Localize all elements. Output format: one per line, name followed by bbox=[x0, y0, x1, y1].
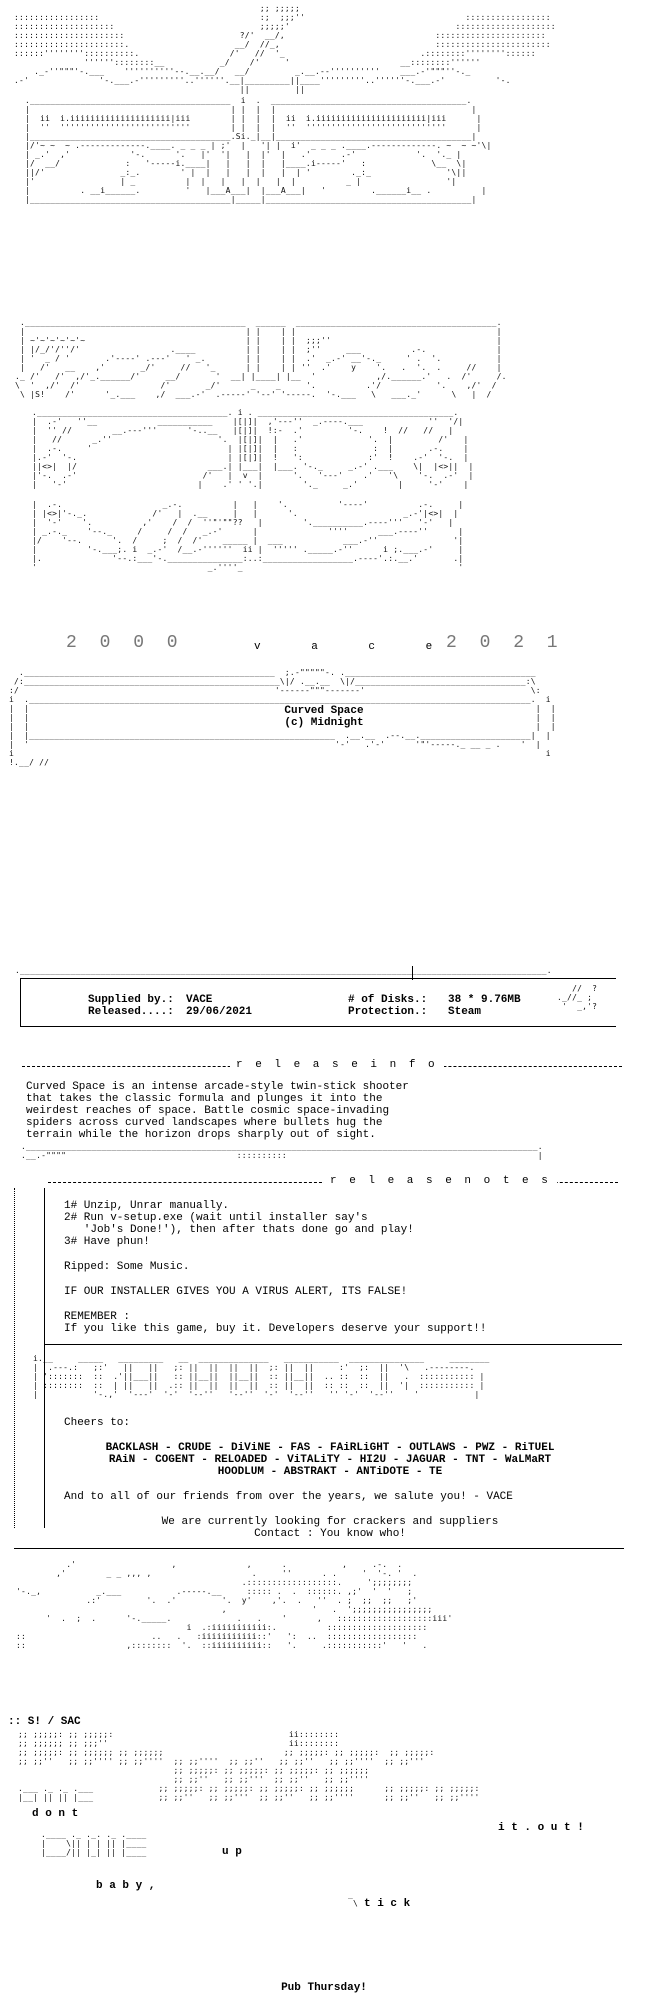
release-notes-inner-line bbox=[44, 1188, 45, 1528]
note-warning: IF OUR INSTALLER GIVES YOU A VIRUS ALERT… bbox=[64, 1286, 408, 1298]
release-notes-bottom-rule bbox=[44, 1344, 622, 1345]
footer-it-out: i t . o u t ! bbox=[498, 1822, 584, 1834]
ascii-scatter: .' , , . , .-. . ,' _ _ ,,, , . '' . . '… bbox=[16, 1560, 453, 1650]
footer-baby: b a b y , bbox=[96, 1880, 156, 1892]
greets-line-1: BACKLASH - CRUDE - DiViNE - FAS - FAiRLi… bbox=[105, 1442, 555, 1454]
greets-line-2: RAiN - COGENT - RELOADED - ViTALiTY - HI… bbox=[108, 1454, 552, 1466]
years-right: 2 0 2 1 bbox=[446, 633, 564, 653]
ascii-supplier-frame: ._______________________________________… bbox=[15, 966, 552, 975]
supplier-left-line bbox=[20, 978, 21, 1026]
ascii-pillars: .______________________________________.… bbox=[32, 408, 474, 489]
disks-label: # of Disks.: bbox=[348, 994, 428, 1006]
disks-value: 38 * 9.76MB bbox=[448, 994, 521, 1006]
release-notes-left-line bbox=[14, 1188, 15, 1528]
supplied-value: VACE bbox=[186, 994, 213, 1006]
ascii-emblem-upper: ._______________________________________… bbox=[25, 96, 492, 204]
ascii-supplier-deco: // ? ._//_ ; ' _,'? bbox=[557, 984, 598, 1011]
note-step-3: 3# Have phun! bbox=[64, 1236, 150, 1248]
years-group: v a c e bbox=[254, 641, 455, 653]
footer-up: u p bbox=[222, 1846, 242, 1858]
release-info-heading: r e l e a s e i n f o bbox=[230, 1059, 444, 1071]
released-value: 29/06/2021 bbox=[186, 1006, 253, 1018]
supplier-top-rule bbox=[20, 978, 616, 979]
ascii-release-info-bottom: ._______________________________________… bbox=[21, 1142, 543, 1160]
release-info-line-1: Curved Space is an intense arcade-style … bbox=[26, 1081, 409, 1093]
game-title: Curved Space bbox=[284, 705, 364, 717]
greets-contact: Contact : You know who! bbox=[254, 1528, 406, 1540]
supplier-divider bbox=[412, 966, 413, 980]
vace-logo: i.__ _____ _________ __ ______________ _… bbox=[33, 1354, 490, 1399]
ascii-emblem-lower: | .-. _.-. | | '. '----' .-. | | |<>|'-.… bbox=[32, 500, 464, 572]
note-step-1: 1# Unzip, Unrar manually. bbox=[64, 1200, 230, 1212]
note-step-2b: 'Job's Done!'), then after thats done go… bbox=[64, 1224, 414, 1236]
greets-cheers: Cheers to: bbox=[64, 1417, 131, 1429]
footer-tick: t i c k bbox=[364, 1898, 411, 1910]
greets-bottom-rule bbox=[14, 1548, 624, 1549]
note-step-2: 2# Run v-setup.exe (wait until installer… bbox=[64, 1212, 368, 1224]
ascii-emblem-middle: ._______________________________________… bbox=[15, 318, 507, 399]
note-remember-text: If you like this game, buy it. Developer… bbox=[64, 1323, 487, 1335]
footer-dont: d o n t bbox=[32, 1808, 79, 1820]
protection-value: Steam bbox=[448, 1006, 482, 1018]
years-left: 2 0 0 0 bbox=[66, 633, 184, 653]
note-remember-title: REMEMBER : bbox=[64, 1311, 131, 1323]
supplier-bottom-rule bbox=[20, 1026, 616, 1027]
protection-label: Protection.: bbox=[348, 1006, 428, 1018]
greets-line-3: HOODLUM - ABSTRAKT - ANTiDOTE - TE bbox=[217, 1466, 443, 1478]
released-label: Released....: bbox=[88, 1006, 174, 1018]
ascii-footer-blocks: ;; ;;;;;: ;; ;;;;;: ii:::::::: ;; ;;;;;;… bbox=[18, 1730, 480, 1802]
release-info-line-2: that takes the classic formula and plung… bbox=[26, 1093, 383, 1105]
supplied-label: Supplied by.: bbox=[88, 994, 174, 1006]
release-info-line-4: spiders across curved landscapes where b… bbox=[26, 1117, 383, 1129]
release-notes-heading: r e l e a s e n o t e s bbox=[324, 1175, 557, 1187]
release-info-line-5: terrain while the horizon drops sharply … bbox=[26, 1129, 376, 1141]
footer-sig: :: S! / SAC bbox=[8, 1716, 81, 1728]
release-info-line-3: weirdest reaches of space. Battle cosmic… bbox=[26, 1105, 390, 1117]
ascii-wings-top: ;; ;;;;; ::::::::::::::::: :; ;;;'' ::::… bbox=[14, 4, 556, 94]
note-ripped: Ripped: Some Music. bbox=[64, 1261, 190, 1273]
ascii-dive-logo: .____ ._ ._. ._ .____ | \|| | | || |____… bbox=[41, 1830, 147, 1857]
game-copyright: (c) Midnight bbox=[284, 717, 364, 729]
greets-friends: And to all of our friends from over the … bbox=[64, 1491, 513, 1503]
ascii-tick-slash: _ \ bbox=[348, 1890, 359, 1908]
footer-pub: Pub Thursday! bbox=[281, 1982, 367, 1994]
ascii-title-frame: ._______________________________________… bbox=[9, 668, 556, 767]
greets-looking: We are currently looking for crackers an… bbox=[161, 1516, 499, 1528]
